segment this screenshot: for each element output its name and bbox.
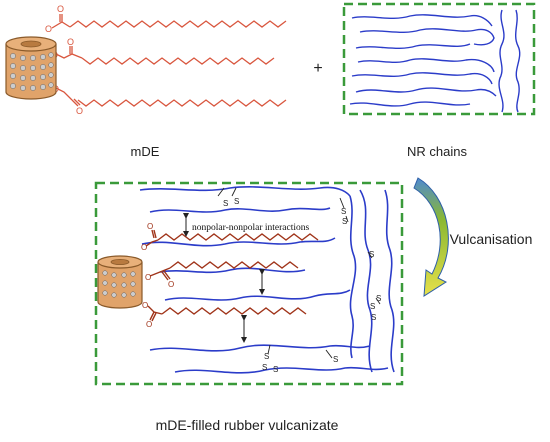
oxygen-label: O xyxy=(147,222,153,231)
vulcanizate-box xyxy=(94,181,404,386)
sulfur-labels: S S S S S S S S S S S S xyxy=(223,197,381,374)
sulfur-label: S xyxy=(273,365,278,374)
fatty-acid-chain xyxy=(69,20,287,28)
sulfur-label: S xyxy=(234,197,239,206)
ester-linkages xyxy=(51,14,83,107)
vulcanizate-caption: mDE-filled rubber vulcanizate xyxy=(156,417,339,433)
sulfur-label: S xyxy=(376,294,381,303)
sulfur-label: S xyxy=(262,363,267,372)
oxygen-label: O xyxy=(146,320,152,329)
sulfur-label: S xyxy=(333,355,338,364)
sulfur-label: S xyxy=(223,199,228,208)
sulfur-label: S xyxy=(370,302,375,311)
vulcanisation-arrow-icon xyxy=(413,177,449,297)
sulfur-label: S xyxy=(369,250,374,259)
vulcanizate-panel: O O O O O O nonpolar-nonpolar interactio… xyxy=(94,181,404,386)
interaction-arrows xyxy=(183,213,265,343)
plus-sign: + xyxy=(313,60,322,77)
nr-chains-panel xyxy=(342,2,536,116)
oxygen-label: O xyxy=(145,273,151,282)
diatomite-particle xyxy=(5,36,57,100)
diatomite-particle xyxy=(97,255,143,309)
oxygen-label: O xyxy=(57,4,64,14)
oxygen-label: O xyxy=(45,24,52,34)
nr-chain-lines xyxy=(349,9,521,113)
interactions-label: nonpolar-nonpolar interactions xyxy=(192,223,310,233)
nr-chains-caption: NR chains xyxy=(407,144,467,159)
mde-caption: mDE xyxy=(131,144,160,159)
sulfur-label: S xyxy=(341,207,346,216)
oxygen-label: O xyxy=(168,280,174,289)
fatty-acid-chain xyxy=(77,99,287,107)
nr-chain-lines xyxy=(139,186,395,374)
oxygen-label: O xyxy=(141,243,147,252)
oxygen-label: O xyxy=(76,106,83,116)
nr-chains-box xyxy=(342,2,536,116)
vulcanisation-label: Vulcanisation xyxy=(450,231,533,247)
oxygen-label: O xyxy=(142,301,148,310)
fatty-acid-chain xyxy=(81,57,275,65)
mde-structure: O O O O O O xyxy=(5,4,287,116)
sulfur-label: S xyxy=(342,217,347,226)
fatty-acid-chains xyxy=(145,229,319,322)
sulfur-label: S xyxy=(264,352,269,361)
oxygen-label: O xyxy=(67,37,74,47)
sulfur-bridges xyxy=(217,187,381,359)
sulfur-label: S xyxy=(371,313,376,322)
oxygen-labels: O O O O O O xyxy=(141,222,174,329)
